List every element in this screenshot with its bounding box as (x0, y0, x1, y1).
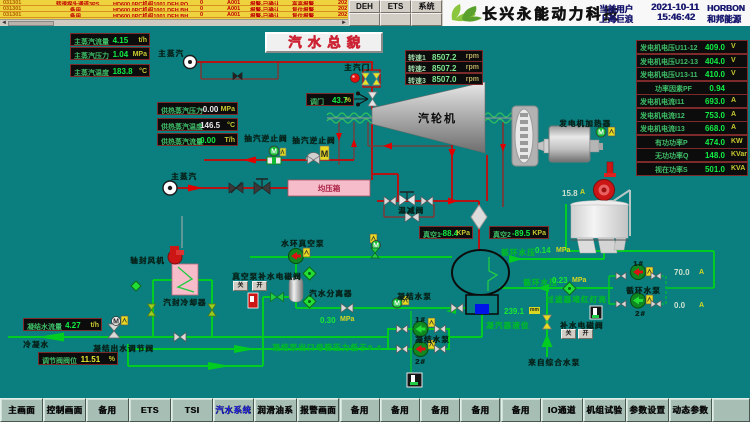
svg-text:M: M (373, 243, 379, 250)
svg-text:M: M (113, 319, 119, 326)
svg-text:M: M (271, 149, 277, 156)
svg-text:M: M (394, 301, 400, 308)
svg-text:M: M (598, 130, 604, 137)
svg-text:M: M (321, 149, 329, 159)
